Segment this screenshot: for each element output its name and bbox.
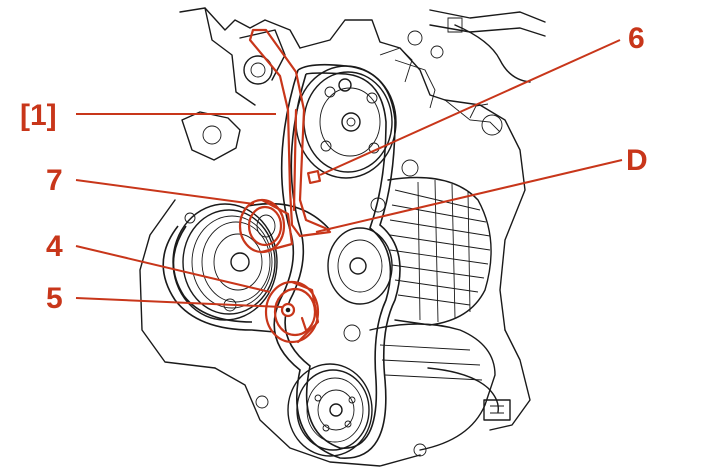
label-ref-7: 7 [46, 164, 63, 197]
tensioner-tool [248, 28, 332, 238]
alternator [327, 176, 492, 326]
tensioner-bolt-5 [280, 302, 296, 318]
leader-lines [75, 39, 623, 308]
crankshaft-pulley [172, 203, 278, 321]
label-ref-6: 6 [628, 22, 645, 55]
marker-6 [306, 169, 322, 185]
tensioner-pulley-7 [238, 198, 294, 254]
ac-compressor [287, 323, 496, 457]
label-tool-1: [1] [20, 99, 57, 132]
label-ref-4: 4 [46, 230, 63, 263]
label-ref-d: D [626, 144, 648, 177]
engine-block-outline [139, 7, 546, 467]
tensioner-roller-4 [264, 280, 320, 344]
label-ref-5: 5 [46, 282, 63, 315]
